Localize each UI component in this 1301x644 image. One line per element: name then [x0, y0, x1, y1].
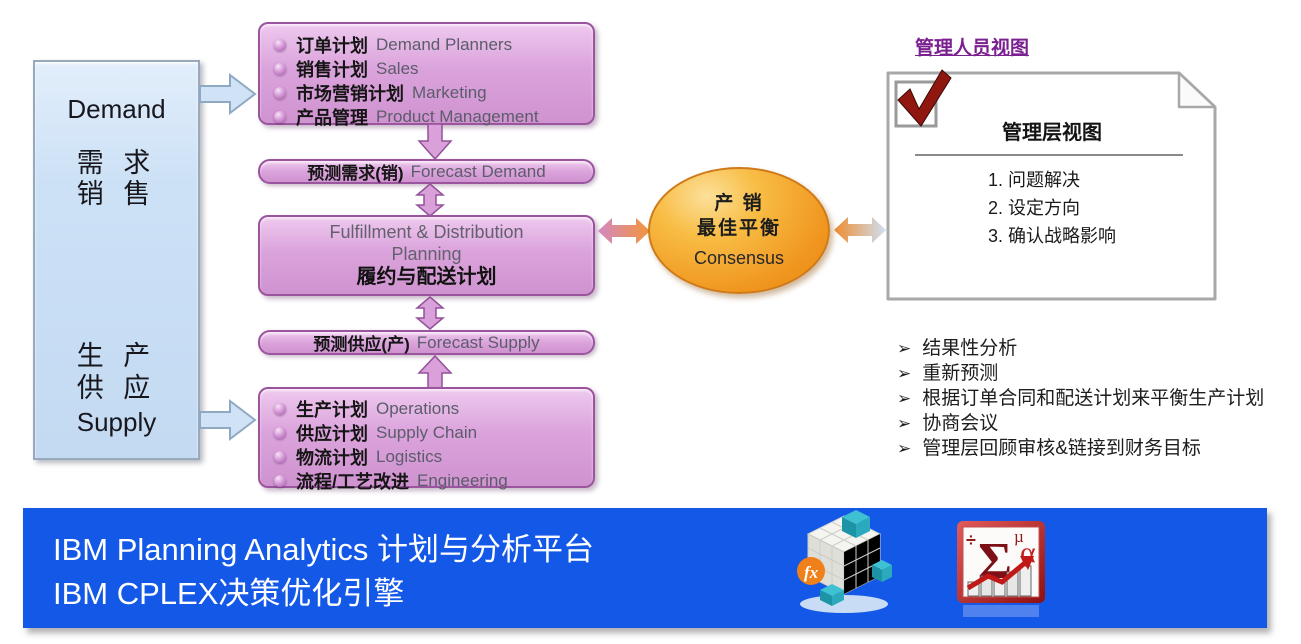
- fx-label: fx: [804, 563, 819, 582]
- demand-supply-panel: Demand 需 求 销 售 生 产 供 应 Supply: [33, 60, 200, 460]
- bar-en: Forecast Demand: [410, 161, 546, 181]
- mini-bar-chart: [967, 565, 1032, 597]
- supply-planning-box: 生产计划 Operations 供应计划 Supply Chain 物流计划 Logi…: [258, 387, 595, 492]
- action-text: 管理层回顾审核&链接到财务目标: [922, 438, 1201, 459]
- management-view-link[interactable]: 管理人员视图: [915, 38, 1030, 59]
- demand-planning-box: 订单计划 Demand Planners 销售计划 Sales 市场营销计划 Mark…: [258, 22, 595, 128]
- list-item: 订单计划 Demand Planners: [274, 33, 512, 57]
- item-en: Logistics: [376, 447, 443, 466]
- action-list: ➢ 结果性分析 ➢ 重新预测 ➢ 根据订单合同和配送计划来平衡生产计划 ➢ 协商会议 ➢…: [897, 333, 1265, 459]
- supply-cn-line1: 生 产: [76, 341, 157, 371]
- demand-cn-line1: 需 求: [76, 148, 157, 178]
- item-cn: 供应计划: [296, 424, 368, 444]
- list-item: ➢ 根据订单合同和配送计划来平衡生产计划: [897, 383, 1265, 409]
- forecast-supply-bar: 预测供应(产) Forecast Supply: [258, 330, 595, 355]
- item-cn: 物流计划: [296, 448, 368, 468]
- list-item: 市场营销计划 Marketing: [274, 81, 487, 105]
- action-text: 重新预测: [922, 363, 999, 384]
- arrow-bullet-icon: ➢: [897, 364, 912, 383]
- arrow-bullet-icon: ➢: [897, 439, 912, 458]
- bar-cn: 预测供应(产): [313, 335, 410, 354]
- consensus-ellipse: 产 销 最佳平衡 Consensus: [648, 167, 830, 294]
- bullet-sphere-icon: [274, 39, 286, 51]
- up-arrow-icon: [417, 355, 453, 391]
- card-item: 3. 确认战略影响: [987, 226, 1116, 246]
- checkbox-checkmark-icon: [894, 69, 952, 128]
- up-down-arrow-icon: [414, 296, 446, 330]
- item-en: Marketing: [412, 83, 487, 102]
- down-arrow-icon: [417, 124, 453, 160]
- list-item: 产品管理 Product Management: [274, 105, 539, 129]
- card-numbered-list: 1. 问题解决 2. 设定方向 3. 确认战略影响: [887, 166, 1217, 250]
- double-arrow-icon: [598, 218, 650, 244]
- fulfillment-distribution-box: Fulfillment & Distribution Planning 履约与配…: [258, 215, 595, 296]
- list-item: 流程/工艺改进 Engineering: [274, 469, 508, 493]
- list-item: ➢ 管理层回顾审核&链接到财务目标: [897, 433, 1264, 459]
- item-cn: 产品管理: [296, 108, 368, 128]
- arrow-bullet-icon: ➢: [897, 339, 912, 358]
- consensus-cn-line1: 产 销: [714, 192, 764, 214]
- fulfillment-en-line2: Planning: [391, 244, 462, 264]
- action-text: 结果性分析: [922, 338, 1018, 359]
- item-en: Demand Planners: [376, 35, 513, 54]
- management-view-card: [886, 71, 1217, 301]
- arrow-bullet-icon: ➢: [897, 389, 912, 408]
- arrow-bullet-icon: ➢: [897, 414, 912, 433]
- item-cn: 生产计划: [296, 400, 368, 420]
- action-text: 协商会议: [922, 413, 999, 434]
- consensus-cn-line2: 最佳平衡: [696, 217, 781, 239]
- bullet-sphere-icon: [274, 403, 286, 415]
- demand-cn-line2: 销 售: [76, 179, 157, 209]
- item-en: Product Management: [376, 107, 539, 126]
- card-divider: [915, 154, 1183, 156]
- bar-cn: 预测需求(销): [307, 164, 404, 183]
- item-cn: 销售计划: [296, 60, 368, 80]
- bullet-sphere-icon: [274, 87, 286, 99]
- item-en: Supply Chain: [376, 423, 478, 442]
- item-en: Operations: [376, 399, 460, 418]
- list-item: 供应计划 Supply Chain: [274, 421, 477, 445]
- mu-glyph: µ: [1014, 527, 1024, 546]
- banner-line1: IBM Planning Analytics 计划与分析平台: [53, 532, 594, 567]
- card-title: 管理层视图: [1002, 122, 1102, 144]
- cplex-sigma-stats-icon: Σ ÷ µ α: [957, 521, 1045, 617]
- banner-line2: IBM CPLEX决策优化引擎: [53, 576, 405, 611]
- divide-glyph: ÷: [966, 530, 976, 550]
- planning-analytics-cube-icon: fx: [797, 510, 892, 613]
- item-cn: 流程/工艺改进: [296, 472, 410, 492]
- card-item: 2. 设定方向: [987, 198, 1080, 218]
- forecast-demand-bar: 预测需求(销) Forecast Demand: [258, 159, 595, 184]
- supply-cn-line2: 供 应: [76, 373, 157, 403]
- bar-en: Forecast Supply: [416, 332, 540, 352]
- up-down-arrow-icon: [414, 183, 446, 217]
- item-cn: 订单计划: [296, 36, 368, 56]
- item-cn: 市场营销计划: [296, 84, 404, 104]
- item-en: Engineering: [417, 471, 508, 490]
- bullet-sphere-icon: [274, 451, 286, 463]
- list-item: 销售计划 Sales: [274, 57, 419, 81]
- right-arrow-icon: [199, 72, 257, 116]
- list-item: ➢ 结果性分析: [897, 333, 1264, 359]
- list-item: ➢ 重新预测: [897, 358, 1264, 384]
- action-text: 根据订单合同和配送计划来平衡生产计划: [922, 388, 1265, 409]
- list-item: ➢ 协商会议: [897, 408, 1264, 434]
- right-arrow-icon: [199, 398, 257, 442]
- bullet-sphere-icon: [274, 63, 286, 75]
- card-item: 1. 问题解决: [987, 170, 1080, 190]
- product-banner: IBM Planning Analytics 计划与分析平台 IBM CPLEX…: [23, 508, 1267, 628]
- bullet-sphere-icon: [274, 111, 286, 123]
- list-item: 物流计划 Logistics: [274, 445, 442, 469]
- bullet-sphere-icon: [274, 427, 286, 439]
- demand-label: Demand: [67, 94, 166, 124]
- double-arrow-icon: [834, 217, 886, 243]
- fulfillment-en-line1: Fulfillment & Distribution: [329, 222, 524, 242]
- bullet-sphere-icon: [274, 475, 286, 487]
- consensus-en: Consensus: [693, 247, 785, 268]
- item-en: Sales: [376, 59, 419, 78]
- fulfillment-cn: 履约与配送计划: [356, 266, 497, 288]
- supply-label: Supply: [76, 407, 157, 437]
- list-item: 生产计划 Operations: [274, 397, 459, 421]
